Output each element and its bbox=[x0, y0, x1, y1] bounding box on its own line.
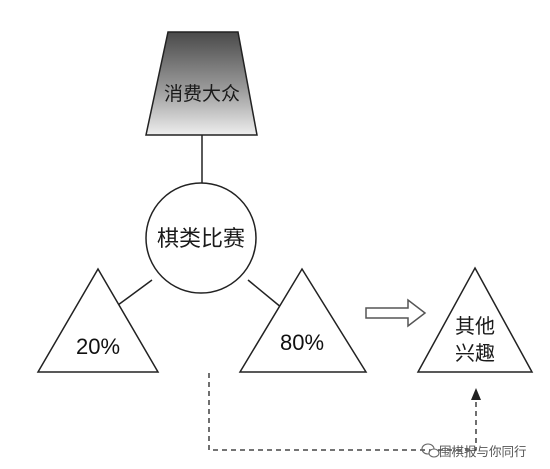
dashed-arrow-head bbox=[471, 388, 481, 400]
watermark-text: 围棋报与你同行 bbox=[439, 444, 527, 459]
connector-left bbox=[117, 279, 153, 306]
target-label-line1: 其他 bbox=[455, 314, 495, 338]
center-node-label: 棋类比赛 bbox=[157, 227, 245, 252]
target-label-line2: 兴趣 bbox=[455, 341, 495, 365]
wechat-icon bbox=[421, 443, 440, 458]
left-percent-label: 20% bbox=[76, 334, 120, 359]
connector-right bbox=[247, 279, 283, 309]
target-triangle-node bbox=[416, 266, 534, 373]
left-triangle-node bbox=[36, 267, 160, 373]
right-percent-label: 80% bbox=[280, 330, 324, 355]
top-node-label: 消费大众 bbox=[164, 83, 240, 105]
center-circle-node bbox=[145, 182, 257, 294]
right-triangle-node bbox=[238, 267, 368, 373]
block-arrow bbox=[365, 298, 427, 328]
dashed-feedback-path bbox=[208, 373, 477, 451]
top-trapezoid-node bbox=[145, 31, 258, 136]
